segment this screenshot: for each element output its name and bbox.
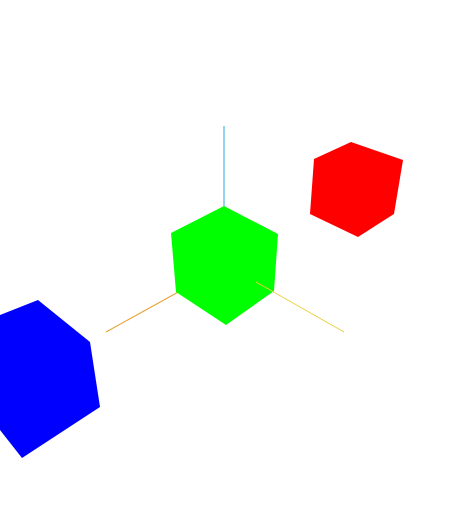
- x-axis-line: [255, 281, 345, 333]
- green-cube[interactable]: [171, 206, 278, 325]
- red-cube[interactable]: [310, 142, 403, 237]
- blue-cube[interactable]: [0, 300, 100, 458]
